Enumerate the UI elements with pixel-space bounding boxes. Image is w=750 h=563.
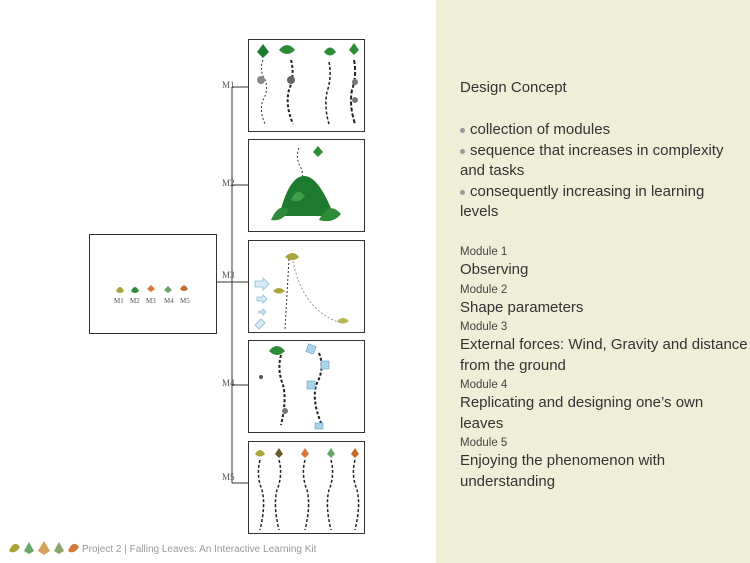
bullet-text: consequently increasing in learning leve… — [460, 182, 705, 221]
module-list: Module 1 Observing Module 2 Shape parame… — [460, 244, 750, 493]
module-4-label: Module 4 — [460, 379, 508, 391]
module-3-desc: External forces: Wind, Gravity and dista… — [460, 336, 748, 374]
module-5-desc: Enjoying the phenomenon with understandi… — [460, 452, 666, 490]
bullet-text: collection of modules — [470, 121, 611, 138]
bullet-dot-icon — [460, 148, 465, 154]
overview-panel: M1 M2 M3 M4 M5 — [89, 234, 217, 334]
branch-label-m4: M4 — [222, 378, 235, 388]
module-1-label: Module 1 — [460, 246, 508, 258]
overview-label-m2: M2 — [130, 297, 140, 305]
module-2-panel — [248, 139, 365, 232]
module-4-desc: Replicating and designing one’s own leav… — [460, 394, 704, 432]
bullet-dot-icon — [460, 128, 465, 133]
module-3-label: Module 3 — [460, 321, 508, 333]
concept-bullet: sequence that increases in complexity an… — [460, 141, 740, 182]
module-3-panel — [248, 240, 365, 333]
module-3-illustration — [254, 253, 349, 330]
module-2-illustration — [271, 146, 341, 222]
module-2-label: Module 2 — [460, 283, 508, 296]
module-5-label: Module 5 — [460, 437, 508, 449]
concept-bullet: consequently increasing in learning leve… — [460, 182, 740, 223]
bullet-dot-icon — [460, 189, 465, 195]
overview-label-m3: M3 — [146, 297, 156, 305]
module-1-panel — [248, 39, 365, 132]
concept-panel — [436, 0, 750, 563]
overview-label-m4: M4 — [164, 297, 174, 305]
bullet-text: sequence that increases in complexity an… — [460, 141, 724, 180]
overview-leaves — [116, 285, 188, 293]
concept-title: Design Concept — [460, 79, 567, 96]
module-1-illustration — [257, 43, 359, 125]
module-5-illustration — [255, 448, 360, 531]
tree-connectors — [216, 86, 248, 484]
branch-label-m2: M2 — [222, 178, 235, 188]
module-4-panel — [248, 340, 365, 433]
branch-label-m5: M5 — [222, 472, 235, 482]
module-1-desc: Observing — [460, 261, 529, 278]
branch-label-m3: M3 — [222, 270, 235, 280]
overview-label-m1: M1 — [114, 297, 124, 305]
concept-bullets: collection of modules sequence that incr… — [460, 120, 740, 223]
module-5-panel — [248, 441, 365, 534]
module-4-illustration — [259, 343, 330, 430]
module-2-desc: Shape parameters — [460, 298, 584, 316]
branch-label-m1: M1 — [222, 80, 235, 90]
diagram-area: M1 M2 M3 M4 M5 M1 M2 M3 M4 M5 — [9, 39, 365, 555]
overview-label-m5: M5 — [180, 297, 190, 305]
footer-text: Project 2 | Falling Leaves: An Interacti… — [82, 544, 317, 555]
concept-bullet: collection of modules — [460, 120, 740, 141]
footer-leaf-icons — [9, 541, 79, 555]
